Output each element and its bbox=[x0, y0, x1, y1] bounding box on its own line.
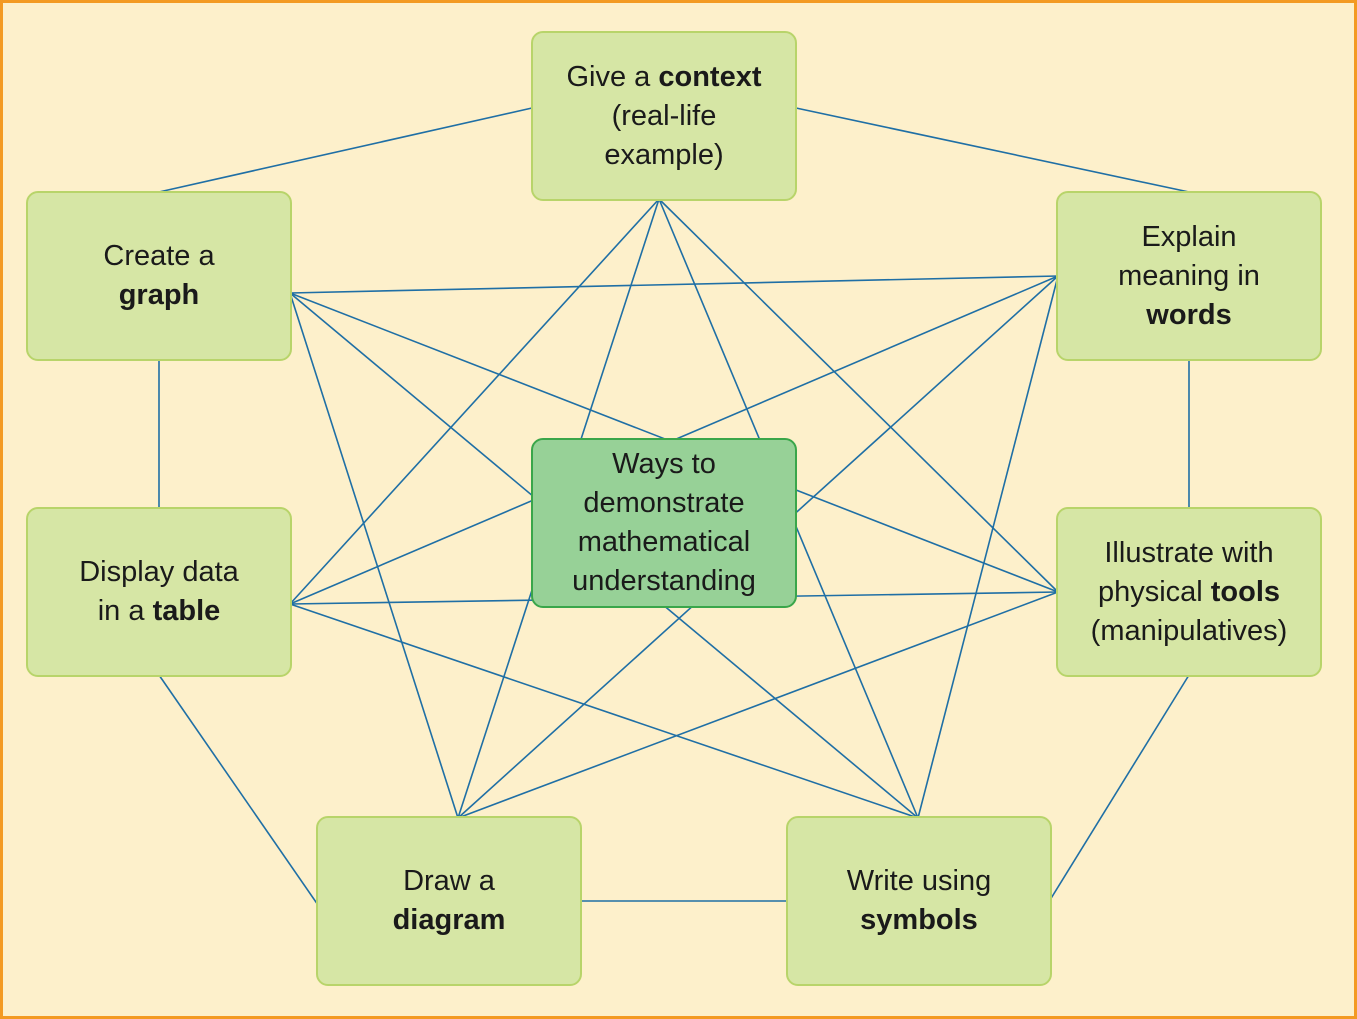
node-context: Give a context (real-life example) bbox=[531, 31, 797, 201]
connector-words-symbols bbox=[917, 275, 1059, 819]
connector-context-words bbox=[795, 107, 1190, 193]
label-keyword: table bbox=[152, 595, 221, 627]
node-label: Write using symbols bbox=[847, 862, 992, 940]
center-line: understanding bbox=[572, 565, 756, 597]
connector-context-tools bbox=[658, 198, 1059, 593]
node-label: Display data in a table bbox=[79, 553, 239, 631]
label-keyword: tools bbox=[1210, 575, 1281, 608]
connector-tools-symbols bbox=[1049, 674, 1190, 901]
label-text: Create a bbox=[103, 240, 215, 272]
center-label: Ways to demonstrate mathematical underst… bbox=[572, 445, 756, 601]
label-text: Give a bbox=[566, 60, 659, 93]
label-text: meaning in bbox=[1118, 259, 1260, 292]
node-tools: Illustrate with physical tools (manipula… bbox=[1056, 507, 1322, 677]
label-keyword: symbols bbox=[860, 904, 978, 936]
label-text: Display data bbox=[79, 556, 239, 588]
label-text: in a bbox=[97, 595, 153, 627]
label-keyword: diagram bbox=[392, 904, 506, 936]
connector-graph-words bbox=[289, 275, 1059, 294]
center-line: demonstrate bbox=[583, 487, 745, 519]
node-label: Give a context (real-life example) bbox=[566, 58, 761, 175]
label-text: Write using bbox=[846, 865, 992, 897]
center-line: Ways to bbox=[612, 448, 716, 480]
label-text: (manipulatives) bbox=[1090, 614, 1288, 647]
node-label: Create a graph bbox=[103, 237, 214, 315]
node-diagram: Draw a diagram bbox=[316, 816, 582, 986]
node-symbols: Write using symbols bbox=[786, 816, 1052, 986]
connector-graph-diagram bbox=[289, 292, 459, 819]
node-label: Explain meaning in words bbox=[1118, 218, 1260, 335]
label-text: Draw a bbox=[403, 865, 495, 897]
connector-tools-diagram bbox=[457, 591, 1059, 819]
label-keyword: graph bbox=[118, 279, 200, 311]
center-node: Ways to demonstrate mathematical underst… bbox=[531, 438, 797, 608]
connector-table-symbols bbox=[289, 603, 919, 819]
node-graph: Create a graph bbox=[26, 191, 292, 361]
label-text: physical bbox=[1097, 575, 1211, 608]
center-line: mathematical bbox=[577, 526, 751, 558]
label-text: (real-life bbox=[611, 99, 717, 132]
connector-table-diagram bbox=[158, 674, 319, 906]
label-text: Explain bbox=[1141, 220, 1237, 253]
label-text: example) bbox=[604, 138, 724, 171]
node-label: Illustrate with physical tools (manipula… bbox=[1091, 534, 1288, 651]
node-table: Display data in a table bbox=[26, 507, 292, 677]
node-words: Explain meaning in words bbox=[1056, 191, 1322, 361]
label-keyword: words bbox=[1146, 298, 1232, 331]
connector-context-graph bbox=[158, 107, 533, 193]
label-keyword: context bbox=[658, 60, 762, 93]
node-label: Draw a diagram bbox=[393, 862, 506, 940]
connector-context-table bbox=[289, 198, 660, 605]
label-text: Illustrate with bbox=[1104, 536, 1274, 569]
